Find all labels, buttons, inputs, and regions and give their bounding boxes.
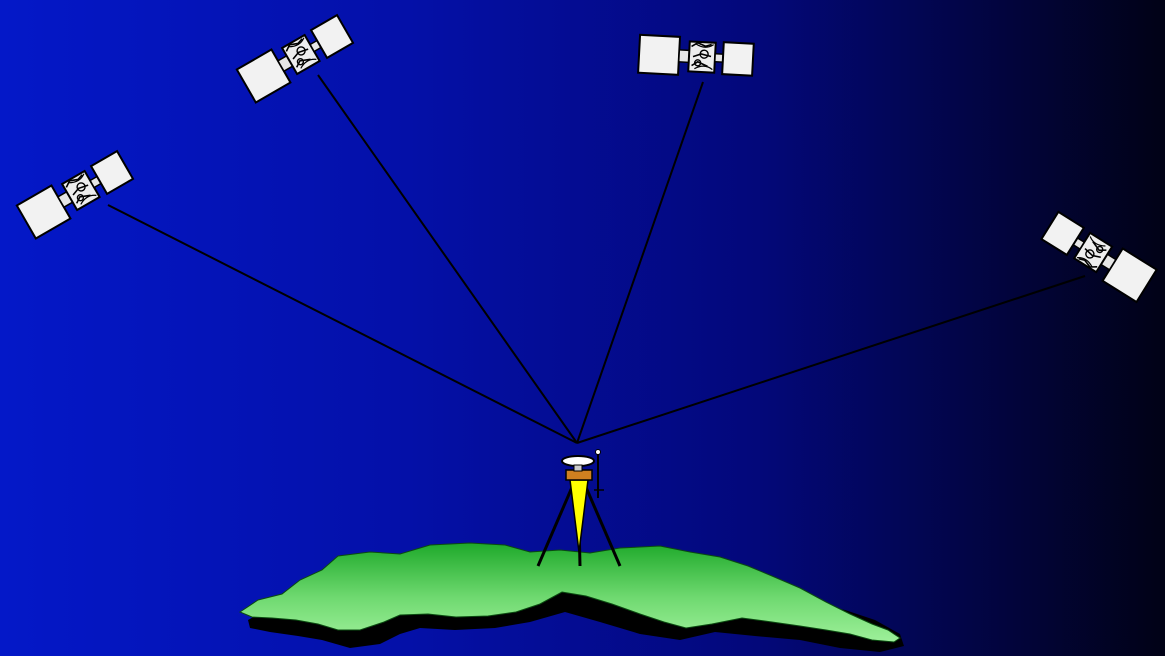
signal-line-2 xyxy=(317,74,578,444)
satellite-icon xyxy=(637,33,755,80)
signal-lines xyxy=(107,74,1086,444)
signal-line-3 xyxy=(576,81,704,444)
signal-line-1 xyxy=(107,204,578,444)
gps-receiver-tripod-icon xyxy=(536,449,622,567)
signal-line-4 xyxy=(576,275,1086,444)
terrain-landmass-icon xyxy=(238,542,901,643)
satellite-icon xyxy=(235,11,356,104)
satellite-icon xyxy=(15,147,136,240)
satellite-icon xyxy=(1038,208,1158,303)
